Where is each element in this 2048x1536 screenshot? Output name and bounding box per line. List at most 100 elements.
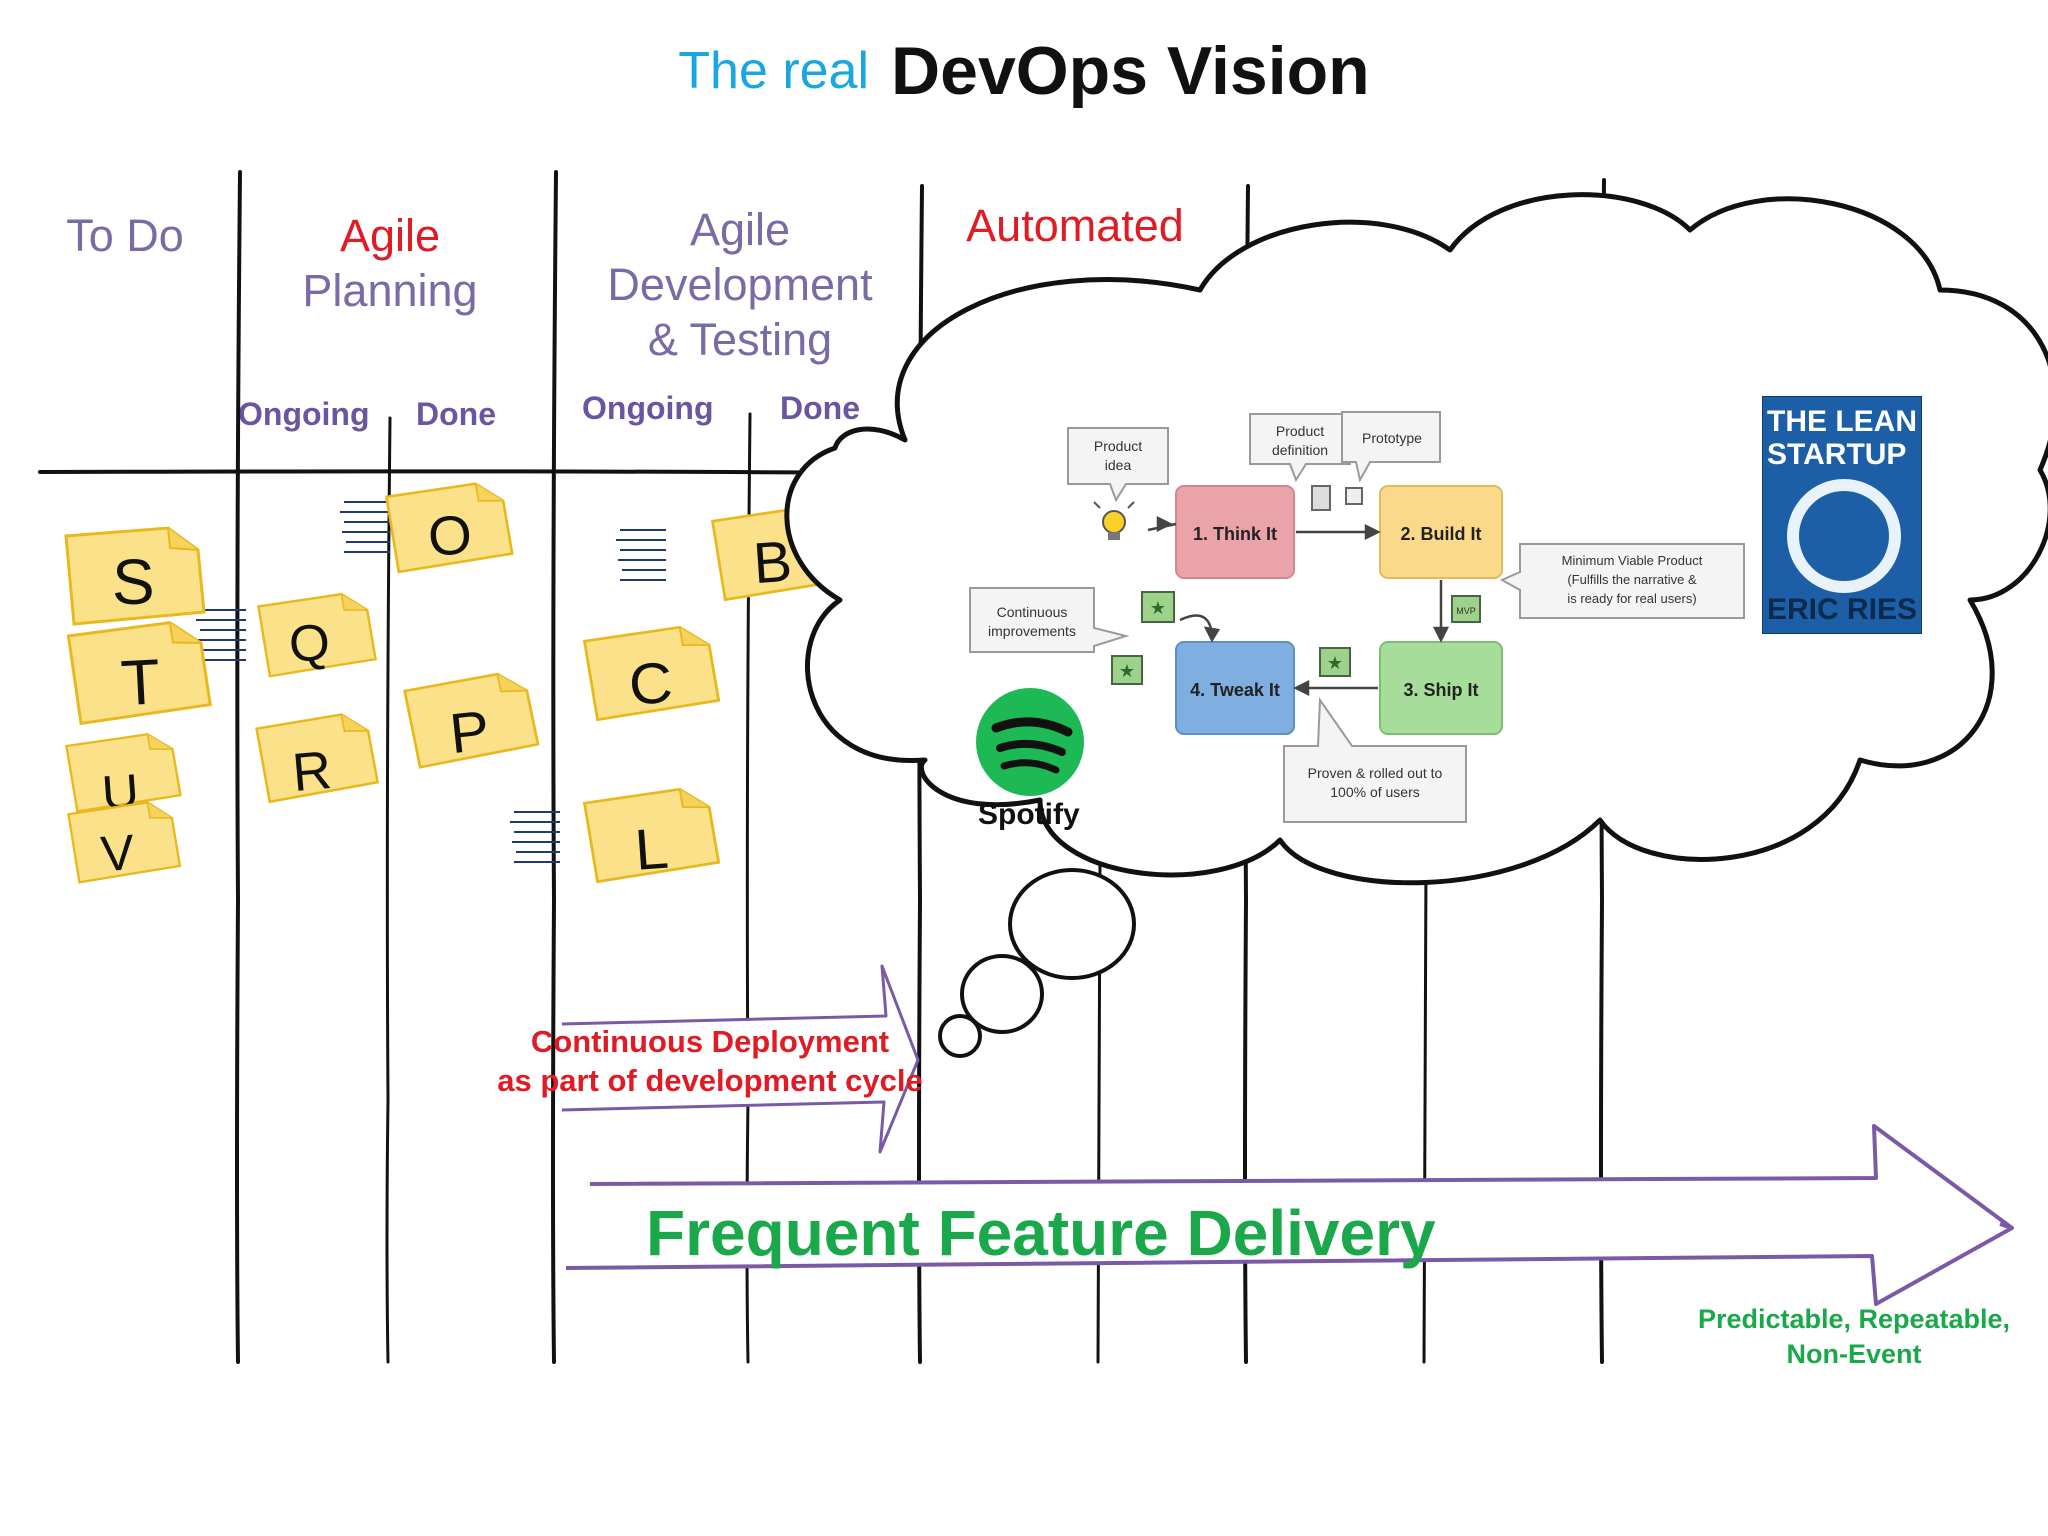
column-header-automated-line1: Automated xyxy=(966,200,1184,251)
thought-bubble-medium xyxy=(960,954,1044,1034)
book-author: ERIC RIES xyxy=(1766,593,1918,626)
step-build-it-label: 2. Build It xyxy=(1401,524,1482,544)
mvp-box-icon: MVP xyxy=(1451,595,1481,623)
callout-proven-text: 100% of users xyxy=(1330,784,1420,800)
step-ship-it-label: 3. Ship It xyxy=(1403,680,1478,700)
motion-lines-b xyxy=(615,529,667,581)
sticky-note-letter: R xyxy=(290,740,334,803)
continuous-deployment-label: Continuous Deployment as part of develop… xyxy=(440,1022,980,1100)
board-subdivider-planning xyxy=(385,416,392,1364)
callout-mvp-text: Minimum Viable Product xyxy=(1562,553,1703,568)
svg-text:★: ★ xyxy=(1119,661,1135,682)
sticky-note-letter: L xyxy=(633,817,671,883)
callout-product-definition: Product definition xyxy=(1249,413,1351,483)
star-box-icon: ★ xyxy=(1111,655,1143,685)
callout-product-definition-text: Product xyxy=(1276,423,1324,439)
sticky-note: R xyxy=(254,710,380,804)
star-box-icon: ★ xyxy=(1319,647,1351,677)
sticky-note: T xyxy=(66,619,213,726)
svg-text:★: ★ xyxy=(1327,653,1343,674)
callout-continuous-text: Continuous xyxy=(997,604,1068,620)
column-header-todo: To Do xyxy=(50,208,200,263)
column-header-agile-planning: Agile Planning xyxy=(260,208,520,318)
title-prefix: The real xyxy=(678,42,870,100)
callout-prototype: Prototype xyxy=(1341,411,1441,483)
sticky-note: Q xyxy=(256,590,378,678)
step-think-it: 1. Think It xyxy=(1175,485,1295,579)
lightbulb-icon xyxy=(1093,501,1135,540)
board-subdivider-b xyxy=(1422,858,1428,1364)
predictable-line1: Predictable, Repeatable, xyxy=(1697,1304,2011,1334)
step-tweak-it-label: 4. Tweak It xyxy=(1190,680,1280,700)
callout-product-idea: Product idea xyxy=(1067,427,1169,503)
callout-prototype-text: Prototype xyxy=(1362,430,1422,446)
thought-bubble-trail xyxy=(938,868,1136,1058)
sticky-note: C xyxy=(582,623,721,722)
board-divider-1 xyxy=(235,170,242,1364)
subheader-dev-done: Done xyxy=(780,390,860,426)
callout-mvp-text: (Fulfills the narrative & xyxy=(1567,572,1697,587)
cube-icon xyxy=(1345,487,1363,505)
step-tweak-it: 4. Tweak It xyxy=(1175,641,1295,735)
column-header-agile-planning-line2: Planning xyxy=(302,265,478,316)
predictable-label: Predictable, Repeatable, Non-Event xyxy=(1676,1302,2032,1372)
subheader-planning-ongoing: Ongoing xyxy=(238,396,370,432)
book-title: THE LEAN STARTUP xyxy=(1767,405,1917,471)
motion-lines-o xyxy=(339,501,391,553)
subheader-dev-ongoing: Ongoing xyxy=(582,390,714,426)
column-header-agile-planning-line1: Agile xyxy=(339,210,441,261)
step-ship-it: 3. Ship It xyxy=(1379,641,1503,735)
sticky-note: S xyxy=(64,526,206,626)
board-divider-2 xyxy=(551,170,558,1364)
callout-proven-text: Proven & rolled out to xyxy=(1308,765,1443,781)
book-ring-graphic xyxy=(1787,479,1901,593)
title-main: DevOps Vision xyxy=(891,33,1370,109)
callout-product-idea-text: Product xyxy=(1094,438,1142,454)
callout-mvp-text: is ready for real users) xyxy=(1567,591,1696,606)
column-header-agile-development-line1: Agile xyxy=(689,204,791,255)
sticky-note-letter: S xyxy=(112,546,155,618)
predictable-line2: Non-Event xyxy=(1786,1339,1922,1369)
sticky-note-letter: V xyxy=(99,824,137,882)
document-icon xyxy=(1311,485,1331,511)
column-header-agile-development-line2: Development xyxy=(607,259,873,310)
spotify-wordmark: Spotify xyxy=(978,798,1080,831)
column-header-automated: Automated xyxy=(950,198,1200,253)
lean-startup-cycle: Product idea Product definition Prototyp… xyxy=(969,411,1745,823)
book-title-line: THE LEAN xyxy=(1767,405,1917,438)
continuous-deployment-arrow xyxy=(561,964,920,1154)
spotify-icon xyxy=(976,688,1084,796)
sticky-note-letter: C xyxy=(627,651,675,717)
sticky-note-letter: B xyxy=(751,530,794,597)
callout-proven: Proven & rolled out to 100% of users xyxy=(1283,696,1467,823)
column-header-todo-line: To Do xyxy=(66,210,184,261)
step-build-it: 2. Build It xyxy=(1379,485,1503,579)
star-box-icon: ★ xyxy=(1141,591,1175,623)
column-header-agile-development: Agile Development & Testing xyxy=(580,202,900,367)
sticky-note-letter: P xyxy=(447,700,493,766)
subheader-planning-done: Done xyxy=(416,396,496,432)
sticky-note-letter: O xyxy=(426,504,474,568)
sticky-note: V xyxy=(66,799,182,884)
sticky-note: B xyxy=(710,503,844,602)
svg-text:★: ★ xyxy=(1150,598,1166,619)
callout-product-definition-text: definition xyxy=(1272,442,1328,458)
callout-continuous: Continuous improvements xyxy=(969,587,1130,653)
continuous-deployment-line1: Continuous Deployment xyxy=(530,1024,890,1059)
continuous-deployment-line2: as part of development cycle xyxy=(497,1063,923,1098)
sticky-note: P xyxy=(402,669,541,770)
sticky-note: L xyxy=(582,785,721,884)
page-title: The real DevOps Vision xyxy=(0,32,2048,110)
callout-continuous-text: improvements xyxy=(988,623,1076,639)
cycle-arrows xyxy=(1147,515,1450,697)
sticky-note: O xyxy=(384,480,515,574)
frequent-delivery-label: Frequent Feature Delivery xyxy=(646,1197,1436,1269)
lean-startup-book: THE LEAN STARTUP ERIC RIES xyxy=(1762,396,1922,634)
thought-bubble-small xyxy=(938,1014,982,1058)
book-title-line: STARTUP xyxy=(1767,438,1907,471)
frequent-delivery-arrow xyxy=(565,1124,2014,1306)
column-header-agile-development-line3: & Testing xyxy=(647,314,833,365)
step-think-it-label: 1. Think It xyxy=(1193,524,1277,544)
